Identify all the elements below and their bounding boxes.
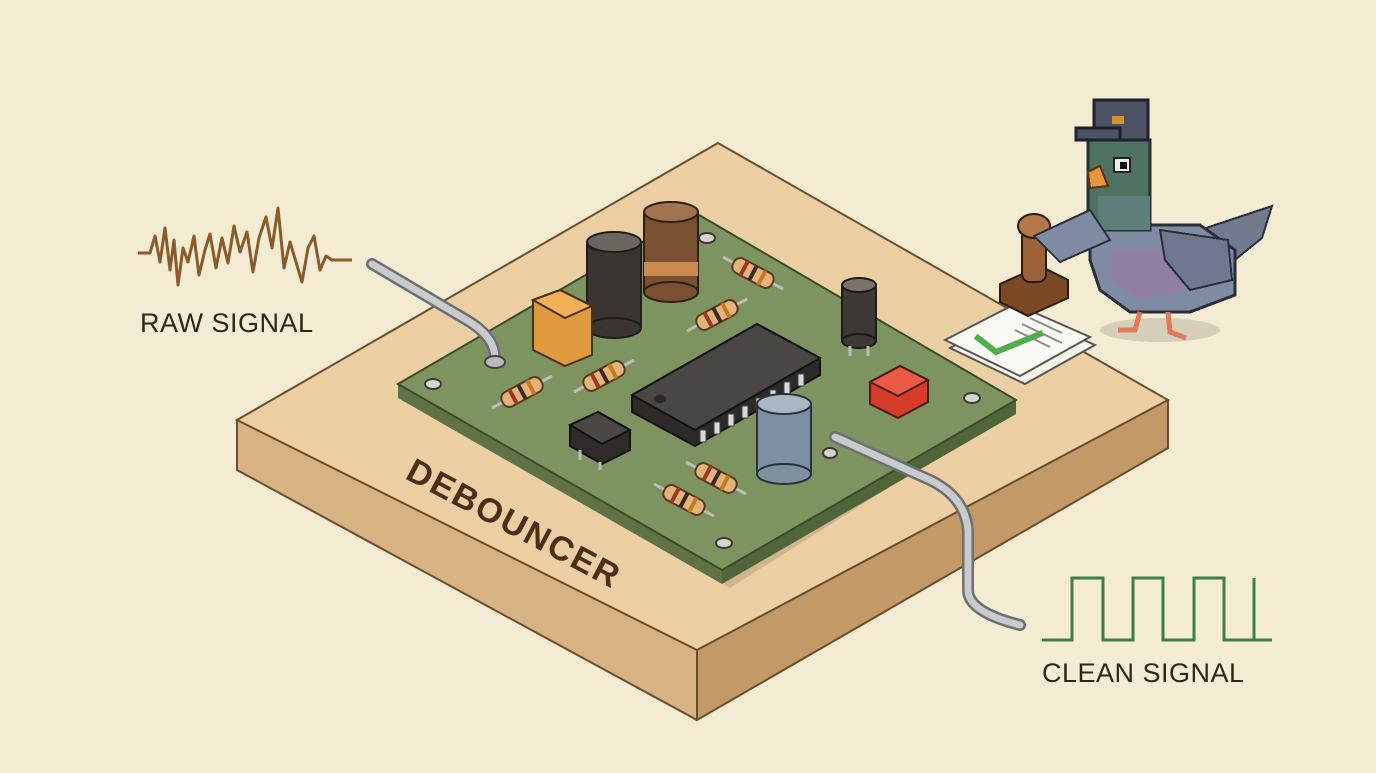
capacitor-small (841, 277, 877, 356)
clean-signal-label: CLEAN SIGNAL (1042, 658, 1245, 688)
input-wire (366, 258, 506, 369)
checkmark-icon (973, 330, 1044, 356)
red-component (867, 364, 931, 420)
noisy-waveform-icon (138, 206, 352, 287)
capacitor-brown (643, 201, 699, 303)
raw-signal-label: RAW SIGNAL (140, 308, 314, 338)
orange-relay (530, 288, 595, 368)
approval-document (942, 302, 1098, 386)
square-wave-icon (1042, 576, 1272, 642)
capacitor-blue (756, 393, 812, 485)
capacitor-large (586, 231, 642, 339)
mounting-holes (424, 232, 981, 549)
output-wire (829, 431, 1026, 631)
resistors (491, 255, 784, 518)
transistor (567, 410, 633, 470)
ic-chip (629, 322, 823, 448)
pixel-pigeon-icon (1032, 98, 1274, 342)
